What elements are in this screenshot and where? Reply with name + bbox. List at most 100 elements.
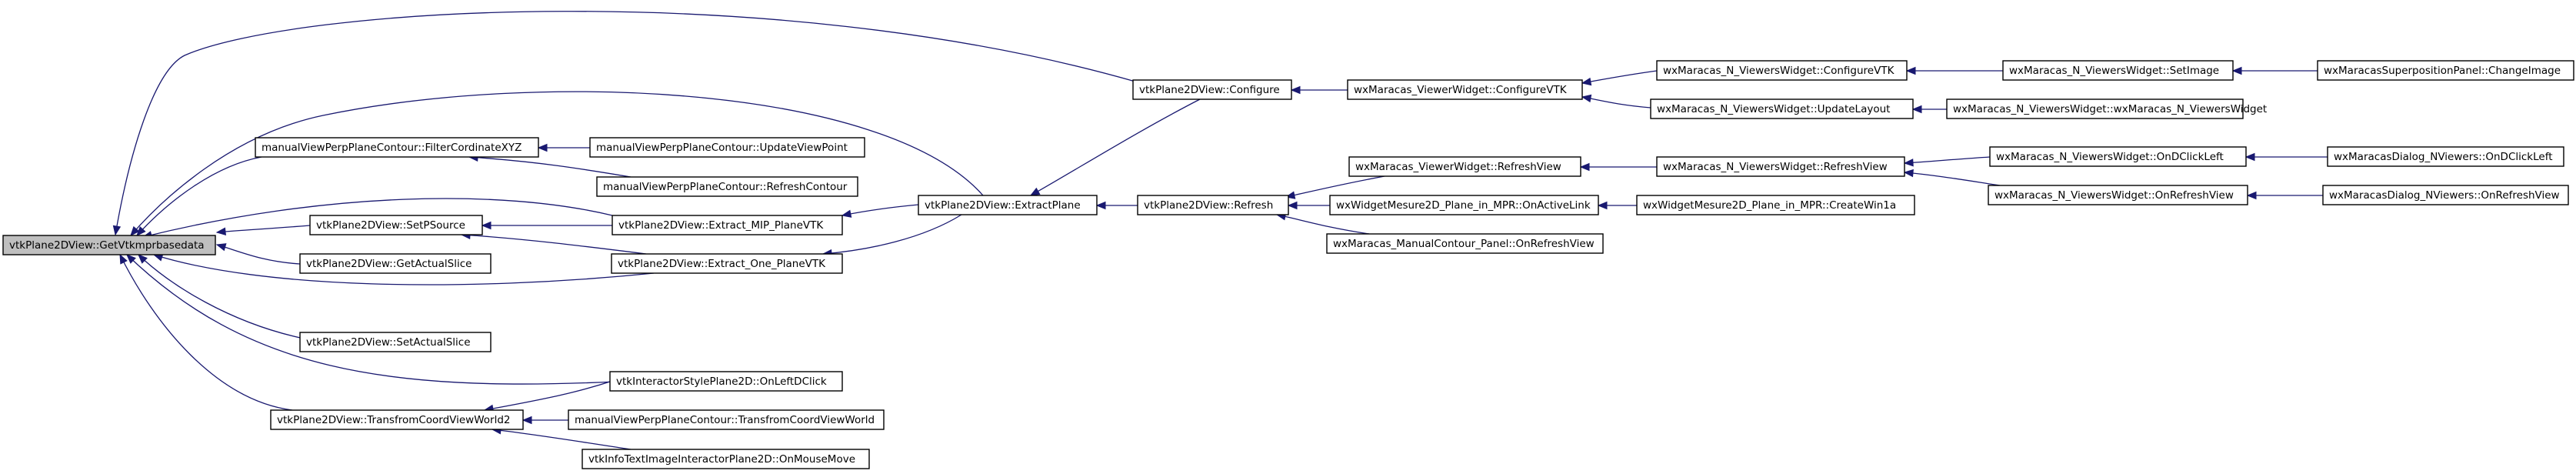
edge-line	[1285, 175, 1385, 198]
node-superposition-change[interactable]: wxMaracasSuperpositionPanel::ChangeImage	[2317, 60, 2574, 81]
edge-line	[468, 156, 632, 178]
arrowhead	[1581, 77, 1592, 86]
edge-line	[492, 429, 632, 450]
node-viewer-widget-refresh[interactable]: wxMaracas_ViewerWidget::RefreshView	[1348, 156, 1581, 177]
node-root[interactable]: vtkPlane2DView::GetVtkmprbasedata	[2, 235, 216, 255]
node-manual-transform-label: manualViewPerpPlaneContour::TransfromCoo…	[575, 414, 875, 426]
edge-set-actual-slice-to-root	[138, 254, 305, 339]
node-on-left-dclick[interactable]: vtkInteractorStylePlane2D::OnLeftDClick	[609, 371, 843, 392]
arrowhead	[1905, 66, 1916, 75]
edge-line	[1904, 156, 1991, 164]
edge-line	[142, 198, 613, 238]
edge-refresh-to-extract-plane	[1095, 201, 1138, 210]
arrowhead	[138, 254, 148, 264]
arrowhead	[2246, 191, 2257, 200]
arrowhead	[1290, 85, 1301, 95]
node-contour-panel-refresh[interactable]: wxMaracas_ManualContour_Panel::OnRefresh…	[1326, 233, 1604, 254]
node-refresh-contour-label: manualViewPerpPlaneContour::RefreshConto…	[603, 181, 848, 193]
arrowhead	[126, 254, 136, 264]
node-get-actual-slice-label: vtkPlane2DView::GetActualSlice	[306, 258, 472, 270]
edge-mesure-to-refresh	[1287, 201, 1330, 210]
node-set-actual-slice-label: vtkPlane2DView::SetActualSlice	[306, 336, 471, 349]
node-on-mouse-move-label: vtkInfoTextImageInteractorPlane2D::OnMou…	[588, 453, 855, 466]
node-dialog-onrefresh-label: wxMaracasDialog_NViewers::OnRefreshView	[2329, 189, 2560, 202]
node-configure-label: vtkPlane2DView::Configure	[1139, 84, 1280, 96]
edge-line	[115, 11, 1136, 235]
edge-nviewers-setimage-to-config	[1905, 66, 2003, 75]
edge-on-left-dclick-to-root	[126, 254, 616, 385]
node-nviewers-updatelayout[interactable]: wxMaracas_N_ViewersWidget::UpdateLayout	[1650, 98, 1914, 119]
edge-line	[1581, 70, 1658, 84]
arrowhead	[1911, 105, 1922, 114]
edge-superposition-to-setimage	[2231, 66, 2318, 75]
node-set-psource-label: vtkPlane2DView::SetPSource	[316, 219, 465, 232]
arrowhead	[1597, 201, 1608, 210]
edge-line	[136, 156, 262, 236]
edge-nviewers-config-to-viewer-config	[1581, 70, 1658, 86]
node-configure[interactable]: vtkPlane2DView::Configure	[1132, 79, 1292, 100]
edge-mouse-move-to-transform	[491, 426, 632, 450]
node-extract-mip-label: vtkPlane2DView::Extract_MIP_PlaneVTK	[618, 219, 824, 232]
edge-extract-plane-to-extract-one	[821, 214, 962, 258]
edge-extract-mip-to-set-psource	[481, 221, 612, 230]
edge-filter-xyz-to-root	[136, 156, 262, 236]
node-nviewers-config[interactable]: wxMaracas_N_ViewersWidget::ConfigureVTK	[1656, 60, 1908, 81]
node-filter-xyz[interactable]: manualViewPerpPlaneContour::FilterCordin…	[255, 137, 539, 158]
arrowhead	[1903, 159, 1914, 167]
edge-nviewers-refresh-to-viewer-refresh	[1579, 162, 1657, 172]
node-set-actual-slice[interactable]: vtkPlane2DView::SetActualSlice	[299, 332, 492, 352]
node-update-viewpoint[interactable]: manualViewPerpPlaneContour::UpdateViewPo…	[589, 137, 865, 158]
arrowhead	[215, 243, 227, 252]
node-extract-plane[interactable]: vtkPlane2DView::ExtractPlane	[918, 195, 1098, 215]
arrowhead	[481, 221, 492, 230]
node-mesure-createwin-label: wxWidgetMesure2D_Plane_in_MPR::CreateWin…	[1643, 199, 1896, 212]
node-refresh[interactable]: vtkPlane2DView::Refresh	[1137, 195, 1289, 215]
edge-line	[1581, 96, 1651, 108]
node-update-viewpoint-label: manualViewPerpPlaneContour::UpdateViewPo…	[596, 142, 848, 154]
node-refresh-label: vtkPlane2DView::Refresh	[1144, 199, 1273, 212]
edge-dialog-ondclick-to-ondclick	[2244, 152, 2328, 162]
node-dialog-ondclick[interactable]: wxMaracasDialog_NViewers::OnDClickLeft	[2327, 146, 2564, 167]
node-refresh-contour[interactable]: manualViewPerpPlaneContour::RefreshConto…	[596, 176, 858, 197]
node-nviewers-setimage[interactable]: wxMaracas_N_ViewersWidget::SetImage	[2002, 60, 2234, 81]
node-extract-one-label: vtkPlane2DView::Extract_One_PlaneVTK	[618, 258, 826, 270]
node-nviewers-ctor-label: wxMaracas_N_ViewersWidget::wxMaracas_N_V…	[1953, 103, 2267, 115]
node-get-actual-slice[interactable]: vtkPlane2DView::GetActualSlice	[299, 253, 492, 274]
node-transform-cvw2[interactable]: vtkPlane2DView::TransfromCoordViewWorld2	[270, 409, 524, 430]
node-filter-xyz-label: manualViewPerpPlaneContour::FilterCordin…	[262, 142, 522, 154]
node-manual-transform[interactable]: manualViewPerpPlaneContour::TransfromCoo…	[568, 409, 885, 430]
node-viewer-widget-config[interactable]: wxMaracas_ViewerWidget::ConfigureVTK	[1347, 79, 1583, 100]
arrowhead	[1903, 169, 1914, 178]
node-dialog-ondclick-label: wxMaracasDialog_NViewers::OnDClickLeft	[2334, 151, 2553, 163]
edge-onrefresh-to-nviewers-refresh	[1903, 169, 2001, 186]
arrowhead	[537, 143, 548, 152]
node-nviewers-ondclick-label: wxMaracas_N_ViewersWidget::OnDClickLeft	[1996, 151, 2224, 163]
node-extract-mip[interactable]: vtkPlane2DView::Extract_MIP_PlaneVTK	[612, 215, 843, 235]
edge-get-actual-slice-to-root	[215, 243, 301, 265]
node-set-psource[interactable]: vtkPlane2DView::SetPSource	[309, 215, 483, 235]
node-nviewers-updatelayout-label: wxMaracas_N_ViewersWidget::UpdateLayout	[1657, 103, 1890, 115]
edge-update-viewpoint-to-filter	[537, 143, 590, 152]
node-nviewers-onrefresh[interactable]: wxMaracas_N_ViewersWidget::OnRefreshView	[1988, 185, 2248, 205]
arrowhead	[1579, 162, 1590, 172]
node-nviewers-ondclick[interactable]: wxMaracas_N_ViewersWidget::OnDClickLeft	[1989, 146, 2247, 167]
arrowhead	[215, 227, 227, 235]
edge-viewer-config-to-configure	[1290, 85, 1348, 95]
node-mesure-createwin[interactable]: wxWidgetMesure2D_Plane_in_MPR::CreateWin…	[1636, 195, 1915, 215]
edge-ctor-to-updatelayout	[1911, 105, 1947, 114]
node-nviewers-ctor[interactable]: wxMaracas_N_ViewersWidget::wxMaracas_N_V…	[1946, 98, 2267, 119]
edge-line	[130, 91, 984, 236]
edge-configure	[112, 11, 1136, 236]
node-on-mouse-move[interactable]: vtkInfoTextImageInteractorPlane2D::OnMou…	[582, 449, 870, 469]
node-extract-one[interactable]: vtkPlane2DView::Extract_One_PlaneVTK	[611, 253, 843, 274]
node-nviewers-refresh[interactable]: wxMaracas_N_ViewersWidget::RefreshView	[1656, 156, 1905, 177]
node-nviewers-refresh-label: wxMaracas_N_ViewersWidget::RefreshView	[1663, 161, 1888, 173]
edge-line	[822, 214, 962, 255]
arrowhead	[112, 225, 122, 236]
node-superposition-change-label: wxMaracasSuperpositionPanel::ChangeImage	[2324, 65, 2561, 77]
edge-manual-transform-to-transform	[522, 416, 568, 425]
node-mesure-onactivelink[interactable]: wxWidgetMesure2D_Plane_in_MPR::OnActiveL…	[1329, 195, 1599, 215]
node-dialog-onrefresh[interactable]: wxMaracasDialog_NViewers::OnRefreshView	[2322, 185, 2569, 205]
edge-line	[461, 234, 647, 255]
